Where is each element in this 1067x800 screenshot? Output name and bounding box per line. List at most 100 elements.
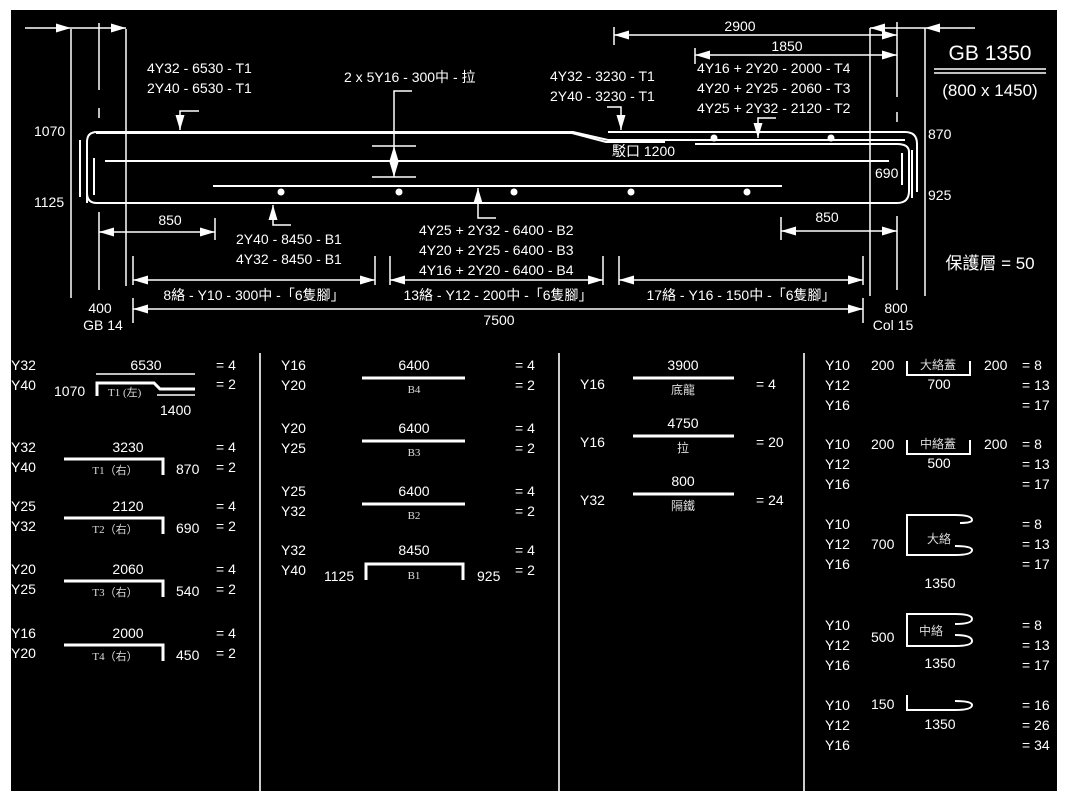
bar-size: Y12 [825,536,850,552]
dim-2900-label: 2900 [724,18,755,34]
beam-id: GB 1350 [949,42,1032,65]
bar-count: = 4 [515,542,535,558]
bar-count: = 4 [216,625,236,641]
bar-count: = 8 [1022,436,1042,452]
bar-shape [64,579,165,597]
bar-mark: T4（右） [92,649,137,663]
dim-690: 690 [875,165,899,181]
bar-size: Y32 [11,518,36,534]
b1-leader [268,205,291,226]
bar-count: = 8 [1022,617,1042,633]
label-top-right-2: 4Y20 + 2Y25 - 2060 - T3 [697,80,851,96]
leg-length: 200 [984,357,1008,373]
bar-mark: T1 (左) [108,386,142,399]
bar-length: 3900 [667,357,698,373]
bar-count: = 8 [1022,357,1042,373]
bend-length: 450 [176,647,200,663]
bar-dot [627,188,635,196]
bar-count: = 24 [756,492,784,508]
bar-size: Y16 [580,434,605,450]
link-mark: 中絡 [919,623,943,638]
bar-size: Y16 [825,657,850,673]
bar-count: = 2 [515,562,535,578]
bar-count: = 4 [216,439,236,455]
bar-size: Y25 [281,483,306,499]
bar-length: 6530 [130,357,161,373]
cover-note: 保護層 = 50 [945,254,1034,273]
link-shape [906,695,974,711]
bar-shape [64,643,165,661]
top-bar-t1-main [96,132,665,143]
bar-dot [395,188,403,196]
bar-size: Y32 [281,542,306,558]
bar-count: = 20 [756,434,784,450]
cap-link-shape [906,361,971,376]
bar-count: = 4 [515,483,535,499]
bar-count: = 4 [216,498,236,514]
link-mark: 大絡 [927,531,951,546]
bend-length: 1125 [324,568,354,584]
bar-length: 4750 [667,415,698,431]
bar-size: Y12 [825,377,850,393]
bar-length: 8450 [398,542,429,558]
bend-length: 1070 [54,383,85,399]
beam-detail-drawing: GB 1350 (800 x 1450) 保護層 = 50 2900 1850 [11,18,1050,791]
bar-count: = 2 [515,503,535,519]
bar-size: Y25 [11,498,36,514]
bar-count: = 17 [1022,556,1050,572]
label-bottom-left-1: 2Y40 - 8450 - B1 [236,231,342,247]
bar-size: Y25 [281,440,306,456]
bar-length: 6400 [398,483,429,499]
bar-count: = 16 [1022,697,1050,713]
bar-count: = 2 [216,518,236,534]
bar-count: = 4 [515,420,535,436]
bar-count: = 4 [515,357,535,373]
link-height: 700 [871,536,895,552]
cap-link-shape [906,440,971,455]
right-support-width: 800 [884,300,908,316]
label-top-right-3: 4Y25 + 2Y32 - 2120 - T2 [697,100,851,116]
label-top-left-2: 2Y40 - 6530 - T1 [147,80,252,96]
bar-size: Y16 [825,737,850,753]
bend-length: 540 [176,583,200,599]
bar-dot [710,134,718,142]
drawing-canvas: GB 1350 (800 x 1450) 保護層 = 50 2900 1850 [11,10,1057,791]
bar-dot [277,188,285,196]
label-top-right-1: 4Y16 + 2Y20 - 2000 - T4 [697,60,851,76]
link-shape [906,514,974,556]
bar-mark: 底龍 [671,382,695,397]
bar-size: Y16 [825,556,850,572]
dim-850-left-label: 850 [158,212,182,228]
label-link-bar: 2 x 5Y16 - 300中 - 拉 [344,69,476,85]
bar-mark: T1（右） [92,463,137,477]
link-width: 1350 [924,575,955,591]
bar-count: = 2 [216,459,236,475]
bar-count: = 2 [515,377,535,393]
link-width: 700 [927,376,951,392]
bar-dot [743,188,751,196]
bar-length: 6400 [398,357,429,373]
beam-top-right [608,131,918,192]
bar-size: Y16 [281,357,306,373]
bar-dot [827,134,835,142]
link-width: 1350 [924,716,955,732]
bar-count: = 2 [216,581,236,597]
bar-size: Y10 [825,697,850,713]
bar-size: Y16 [825,476,850,492]
bar-size: Y40 [11,459,36,475]
dim-925: 925 [928,187,952,203]
beam-bottom [86,143,910,204]
left-support-name: GB 14 [83,317,123,333]
leg-length: 200 [984,436,1008,452]
